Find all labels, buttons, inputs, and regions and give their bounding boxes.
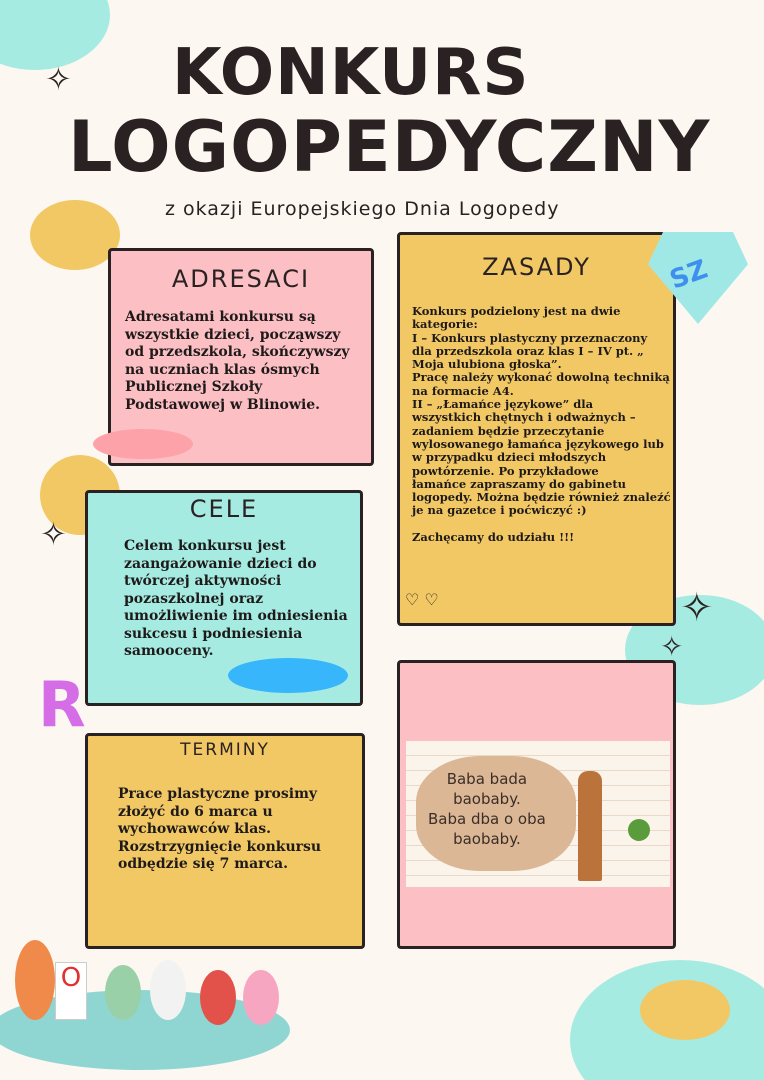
letter-card: O bbox=[55, 962, 87, 1020]
tongue-twister-text: Baba bada baobaby. Baba dba o oba baobab… bbox=[428, 770, 546, 848]
letter-r-decoration: R bbox=[38, 668, 86, 741]
children-illustration: O bbox=[15, 930, 279, 1035]
sparkle-icon: ✧ bbox=[40, 515, 67, 553]
yellow-blob-bottom bbox=[640, 980, 730, 1040]
yellow-blob-left bbox=[30, 200, 120, 270]
sparkle-icon: ✧ bbox=[660, 630, 684, 663]
adresaci-text: Adresatami konkursu są wszystkie dzieci,… bbox=[125, 309, 350, 413]
terminy-text: Prace plastyczne prosimy złożyć do 6 mar… bbox=[118, 786, 322, 872]
zasady-heading: ZASADY bbox=[482, 253, 591, 281]
person-illustration bbox=[578, 771, 602, 881]
terminy-heading: TERMINY bbox=[180, 740, 270, 760]
zasady-card: ZASADY Konkurs podzielony jest na dwie k… bbox=[397, 232, 676, 626]
zasady-text: Konkurs podzielony jest na dwie kategori… bbox=[412, 304, 671, 545]
cele-heading: CELE bbox=[189, 495, 259, 523]
title-line-2: LOGOPEDYCZNY bbox=[68, 106, 711, 188]
child-figure bbox=[243, 970, 279, 1025]
sparkle-icon: ✧ bbox=[45, 60, 72, 98]
pink-ellipse bbox=[93, 429, 193, 459]
subtitle: z okazji Europejskiego Dnia Logopedy bbox=[165, 198, 560, 220]
beige-splash bbox=[416, 756, 576, 871]
title-line-1: KONKURS bbox=[172, 36, 530, 110]
adresaci-card: ADRESACI Adresatami konkursu są wszystki… bbox=[93, 248, 374, 466]
child-figure bbox=[200, 970, 236, 1025]
sparkle-icon: ✧ bbox=[680, 585, 714, 631]
adresaci-heading: ADRESACI bbox=[171, 265, 311, 293]
blue-ellipse bbox=[228, 658, 348, 693]
child-figure bbox=[105, 965, 141, 1020]
plant-illustration bbox=[628, 819, 650, 841]
child-figure bbox=[15, 940, 55, 1020]
cele-card: CELE Celem konkursu jest zaangażowanie d… bbox=[85, 490, 363, 706]
cele-text: Celem konkursu jest zaangażowanie dzieci… bbox=[124, 538, 348, 659]
terminy-card: TERMINY Prace plastyczne prosimy złożyć … bbox=[85, 733, 365, 949]
tongue-twister-image: Baba bada baobaby. Baba dba o oba baobab… bbox=[406, 741, 670, 887]
child-figure bbox=[150, 960, 186, 1020]
hearts-icon: ♡ ♡ bbox=[405, 590, 439, 609]
image-card: Baba bada baobaby. Baba dba o oba baobab… bbox=[397, 660, 676, 949]
